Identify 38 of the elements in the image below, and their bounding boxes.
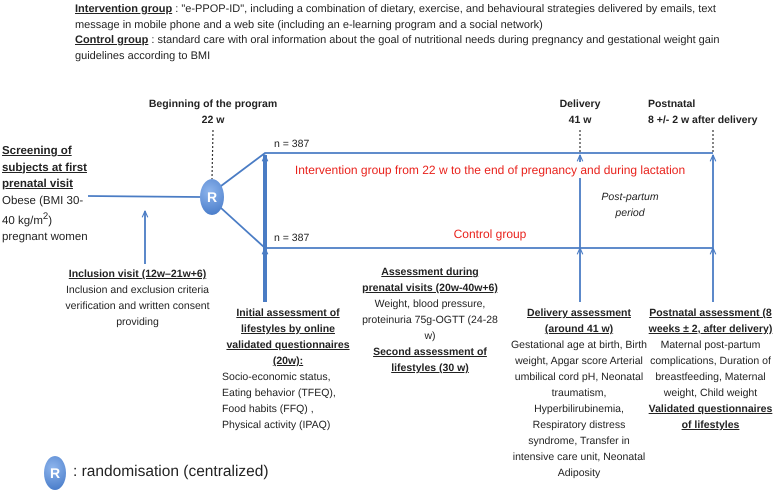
heading-text: Validated questionnaires of lifestyles (648, 402, 774, 433)
period-label: Post-partum period (600, 190, 660, 221)
arrow (142, 210, 148, 264)
heading-text: Delivery assessment (around 41 w) (526, 306, 632, 337)
body-text: Socio-economic status, Eating behavior (TFEQ), Food habits (FFQ) , Physical activity (IPAQ) (222, 370, 337, 433)
heading-text: Initial assessment of lifestyles by online validated questionnaires (20w): (225, 306, 351, 369)
dotted-line (211, 130, 214, 180)
timeline-line (88, 195, 200, 198)
body-text: Weight, blood pressure, proteinuria 75g-OGTT (24-28 w) (361, 297, 499, 344)
count-label: n = 387 (274, 231, 310, 246)
milestone-label: Delivery (558, 97, 602, 112)
timeline-line (220, 207, 713, 249)
arrow (710, 154, 716, 302)
heading-text: Screening of subjects at first prenatal visit (2, 144, 88, 192)
arrow (576, 154, 584, 302)
count-label: n = 387 (274, 137, 310, 152)
description-text: Control group : standard care with oral information about the goal of nutritional needs during pregnancy and gestational weight gain guidelines according to BMI (75, 33, 720, 64)
description-text: Intervention group : "e-PPOP-ID", including a combination of dietary, exercise, and behavioural strategies delivered by emails, text message in mobile phone and a web site (including an e-learning program and a social network) (75, 2, 717, 32)
milestone-label: 22 w (200, 113, 226, 128)
dotted-line (712, 130, 714, 153)
milestone-label: 8 +/- 2 w after delivery (648, 113, 758, 128)
heading-text: Assessment during prenatal visits (20w-40w+6) (361, 265, 499, 296)
arrow (262, 154, 268, 304)
milestone-label: 41 w (568, 113, 592, 128)
body-text: Inclusion and exclusion criteria verification and written consent providing (64, 283, 211, 330)
heading-text: Second assessment of lifestyles (30 w) (372, 345, 488, 376)
body-text: Gestational age at birth, Birth weight, Apgar score Arterial umbilical cord pH, Neonatal traumatism, Hyperbilirubinemia, Respiratory distress syndrome, Transfer in intensive care unit, Neonatal Adiposity (510, 338, 648, 481)
randomisation-circle: R (200, 179, 224, 215)
heading-text: Inclusion visit (12w–21w+6) (68, 267, 208, 282)
randomisation-circle: R (44, 456, 66, 490)
legend-text: : randomisation (centralized) (73, 462, 270, 482)
heading-text: Postnatal assessment (8 weeks ± 2, after delivery) (648, 306, 774, 337)
milestone-label: Beginning of the program (148, 97, 278, 112)
milestone-label: Postnatal (648, 97, 696, 112)
arm-label: Control group (452, 226, 528, 242)
dotted-line (579, 130, 581, 153)
body-text: Obese (BMI 30-40 kg/m$^{2}$) pregnant women (2, 194, 89, 246)
timeline-line (220, 152, 713, 187)
